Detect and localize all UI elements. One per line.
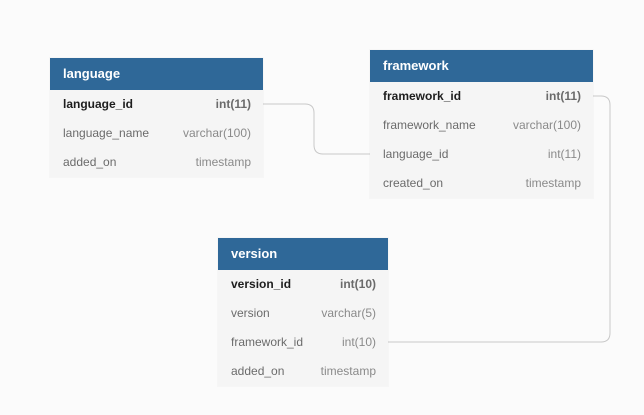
column-name: framework_id <box>231 335 304 349</box>
column-name: language_id <box>383 147 449 161</box>
version-table[interactable]: version version_id int(10) version varch… <box>218 238 388 386</box>
column-name: language_name <box>63 126 150 140</box>
column-name: framework_id <box>383 89 462 103</box>
connector-language-framework <box>263 103 370 155</box>
table-row: created_on timestamp <box>370 169 593 198</box>
table-row: version_id int(10) <box>218 270 388 299</box>
column-name: version_id <box>231 277 292 291</box>
column-name: created_on <box>383 176 444 190</box>
table-row: version varchar(5) <box>218 299 388 328</box>
column-type: varchar(100) <box>512 118 581 132</box>
table-row: added_on timestamp <box>218 357 388 386</box>
table-row: framework_id int(10) <box>218 328 388 357</box>
column-name: added_on <box>63 155 117 169</box>
framework-table[interactable]: framework framework_id int(11) framework… <box>370 50 593 198</box>
table-title[interactable]: framework <box>370 50 593 82</box>
column-name: version <box>231 306 270 320</box>
table-row: language_id int(11) <box>370 140 593 169</box>
column-type: timestamp <box>525 176 581 190</box>
language-table[interactable]: language language_id int(11) language_na… <box>50 58 263 177</box>
column-type: varchar(5) <box>321 306 376 320</box>
column-name: added_on <box>231 364 285 378</box>
column-name: framework_name <box>383 118 476 132</box>
column-type: int(11) <box>547 147 581 161</box>
column-type: int(10) <box>340 277 376 291</box>
column-type: int(11) <box>215 97 251 111</box>
column-type: int(11) <box>545 89 581 103</box>
column-type: int(10) <box>341 335 376 349</box>
table-title[interactable]: language <box>50 58 263 90</box>
column-type: timestamp <box>320 364 376 378</box>
table-row: language_name varchar(100) <box>50 119 263 148</box>
table-row: language_id int(11) <box>50 90 263 119</box>
column-type: timestamp <box>195 155 251 169</box>
column-name: language_id <box>63 97 134 111</box>
table-row: framework_id int(11) <box>370 82 593 111</box>
connector-framework-version <box>388 95 611 343</box>
column-type: varchar(100) <box>182 126 251 140</box>
table-title[interactable]: version <box>218 238 388 270</box>
table-row: added_on timestamp <box>50 148 263 177</box>
table-row: framework_name varchar(100) <box>370 111 593 140</box>
